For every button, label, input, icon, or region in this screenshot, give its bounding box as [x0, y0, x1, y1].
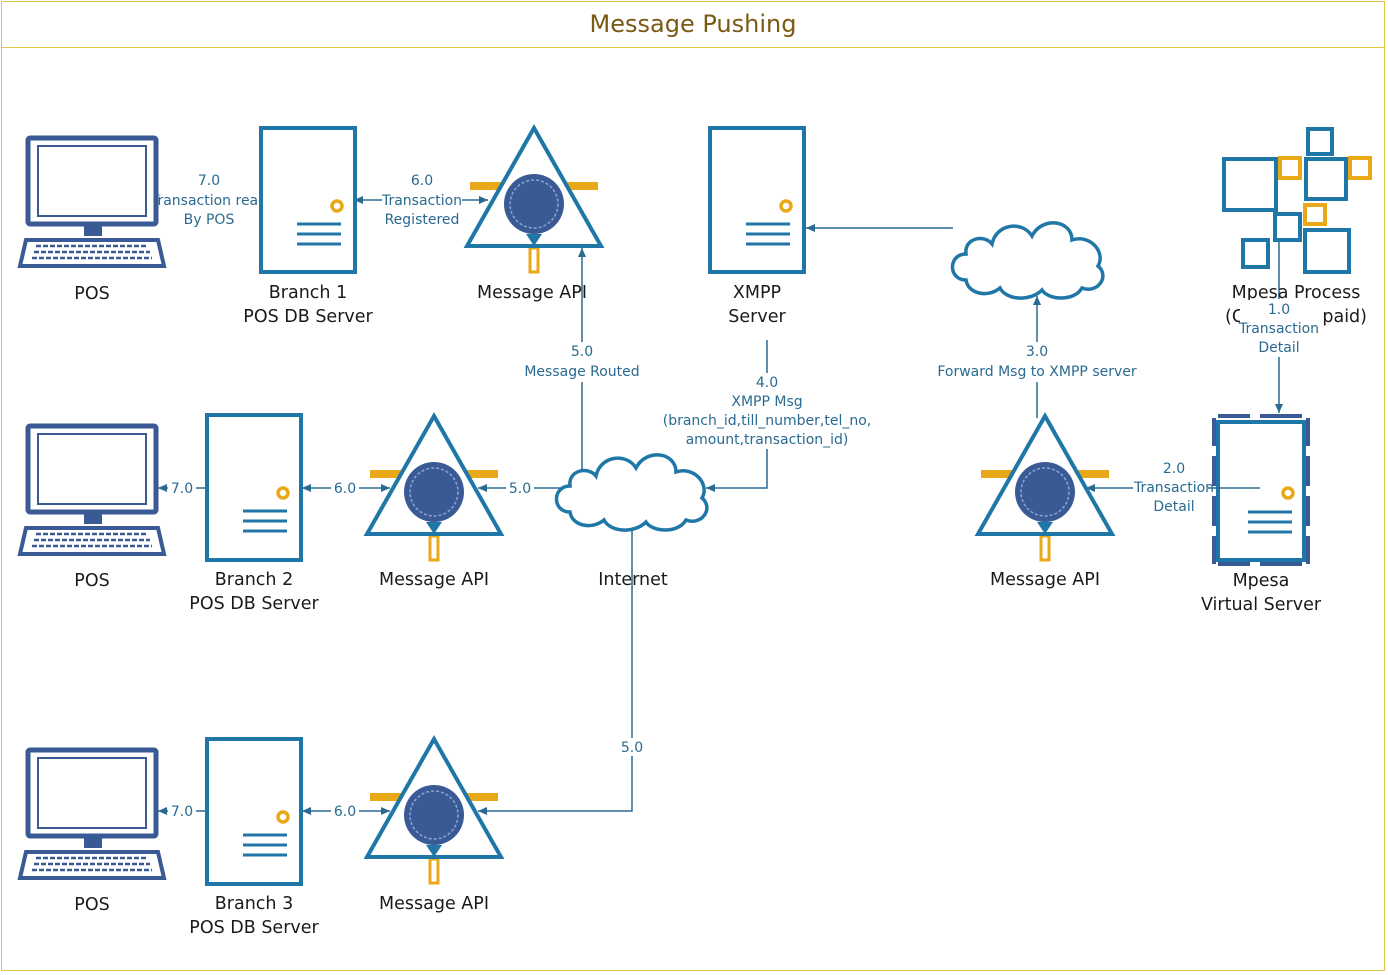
- api-label: Message API: [477, 283, 587, 303]
- edge-6a: 6.0 Transaction Registered: [354, 171, 488, 229]
- edge-4-label: XMPP Msg: [731, 394, 802, 410]
- edge-6a-label: Transaction: [381, 193, 462, 209]
- xmpp-server[interactable]: XMPP Server: [708, 126, 806, 327]
- edge-1-overlay: 1.0 Transaction Detail: [1238, 300, 1319, 356]
- internet-cloud[interactable]: Internet: [554, 453, 709, 590]
- server-icon: [205, 413, 303, 562]
- virtual-server-icon: [1212, 414, 1310, 566]
- edge-7a: 7.0 Transaction read By POS: [150, 171, 270, 229]
- message-api-1[interactable]: Message API: [463, 123, 605, 303]
- pos-2[interactable]: POS: [17, 423, 167, 591]
- branch-1-server[interactable]: Branch 1 POS DB Server: [243, 126, 374, 327]
- edge-6a-number: 6.0: [411, 173, 433, 189]
- edge-6a-label-2: Registered: [385, 212, 460, 228]
- cloud-icon: [554, 453, 709, 532]
- edge-3-number: 3.0: [1026, 344, 1048, 360]
- diagram-title: Message Pushing: [589, 10, 797, 38]
- title-bar: Message Pushing: [1, 1, 1385, 48]
- branch-3-server[interactable]: Branch 3 POS DB Server: [189, 737, 320, 938]
- edge-5a-number: 5.0: [571, 344, 593, 360]
- api-label: Message API: [379, 894, 489, 914]
- pos-label: POS: [74, 571, 109, 591]
- branch-2-server[interactable]: Branch 2 POS DB Server: [189, 413, 320, 614]
- edge-6b-number: 6.0: [334, 481, 356, 497]
- pos-1[interactable]: POS: [17, 135, 167, 304]
- computer-icon: [17, 747, 167, 880]
- api-label: Message API: [990, 570, 1100, 590]
- api-label: Message API: [379, 570, 489, 590]
- edge-6b: 6.0: [302, 479, 390, 497]
- edge-1-number: 1.0: [1268, 302, 1290, 318]
- api-gateway-icon: [463, 123, 605, 274]
- edge-6c: 6.0: [302, 802, 390, 820]
- server-icon: [205, 737, 303, 886]
- branch-2-sublabel: POS DB Server: [189, 594, 319, 614]
- edge-2-number: 2.0: [1163, 461, 1185, 477]
- edge-7b-number: 7.0: [171, 481, 193, 497]
- edge-7c-number: 7.0: [171, 804, 193, 820]
- edge-4-number: 4.0: [756, 375, 778, 391]
- api-gateway-icon: [363, 411, 505, 562]
- edge-2-label: Transaction: [1133, 480, 1214, 496]
- branch-3-sublabel: POS DB Server: [189, 918, 319, 938]
- edge-7a-label: Transaction read: [150, 193, 267, 209]
- process-blocks-icon: [1222, 127, 1372, 274]
- edge-5a-label: Message Routed: [524, 364, 639, 380]
- mpesa-process[interactable]: Mpesa Process (C paid): [1222, 127, 1372, 327]
- xmpp-relay-cloud: [950, 221, 1105, 300]
- computer-icon: [17, 423, 167, 556]
- xmpp-sublabel: Server: [728, 307, 786, 327]
- xmpp-label: XMPP: [733, 283, 781, 303]
- edge-7a-number: 7.0: [198, 173, 220, 189]
- edge-1-label: Transaction: [1238, 321, 1319, 337]
- edge-3: 3.0 Forward Msg to XMPP server: [930, 296, 1144, 418]
- pos-label: POS: [74, 895, 109, 915]
- edge-5b-number: 5.0: [509, 481, 531, 497]
- edge-3-label: Forward Msg to XMPP server: [937, 364, 1137, 380]
- computer-icon: [17, 135, 167, 268]
- edge-4: 4.0 XMPP Msg (branch_id,till_number,tel_…: [663, 224, 953, 492]
- cloud-icon: [950, 221, 1105, 300]
- edge-6c-number: 6.0: [334, 804, 356, 820]
- branch-3-label: Branch 3: [215, 894, 293, 914]
- mpesa-server-label: Mpesa: [1233, 571, 1290, 591]
- edge-2-label-2: Detail: [1153, 499, 1194, 515]
- edge-5a: 5.0 Message Routed: [522, 248, 644, 470]
- server-icon: [708, 126, 806, 274]
- edge-7a-label-2: By POS: [184, 212, 235, 228]
- branch-2-label: Branch 2: [215, 570, 293, 590]
- mpesa-server-sublabel: Virtual Server: [1201, 595, 1322, 615]
- edge-7b: 7.0: [158, 479, 206, 497]
- api-gateway-icon: [974, 411, 1116, 562]
- mpesa-process-label: Mpesa Process: [1232, 283, 1361, 303]
- message-api-2[interactable]: Message API: [363, 411, 505, 590]
- edge-5c-number: 5.0: [621, 740, 643, 756]
- server-icon: [259, 126, 357, 274]
- internet-label: Internet: [598, 570, 668, 590]
- edge-4-fields-2: amount,transaction_id): [686, 432, 849, 448]
- edge-7c: 7.0: [158, 802, 206, 820]
- mpesa-process-sublabel-right: paid): [1322, 307, 1367, 327]
- edge-5b: 5.0: [478, 479, 560, 497]
- message-api-3[interactable]: Message API: [363, 734, 505, 914]
- edge-1-label-2: Detail: [1258, 340, 1299, 356]
- message-api-4[interactable]: Message API: [974, 411, 1116, 590]
- edge-5c: 5.0: [478, 530, 646, 815]
- edge-4-fields: (branch_id,till_number,tel_no,: [663, 413, 871, 429]
- branch-1-label: Branch 1: [269, 283, 347, 303]
- api-gateway-icon: [363, 734, 505, 885]
- pos-label: POS: [74, 284, 109, 304]
- mpesa-virtual-server[interactable]: Mpesa Virtual Server: [1201, 414, 1322, 615]
- mpesa-process-sublabel-left: (C: [1225, 307, 1244, 327]
- pos-3[interactable]: POS: [17, 747, 167, 915]
- branch-1-sublabel: POS DB Server: [243, 307, 373, 327]
